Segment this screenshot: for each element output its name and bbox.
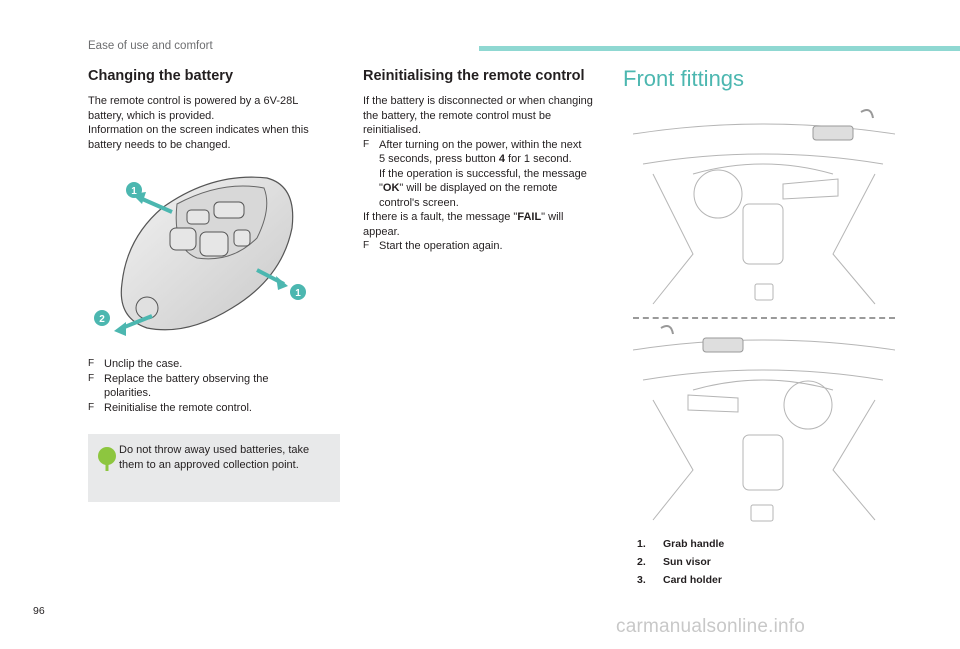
- callout-1-top: 1: [126, 182, 173, 214]
- reinit-section: Reinitialising the remote control If the…: [363, 66, 613, 254]
- callout-1-right: 1: [256, 268, 306, 300]
- reinit-step-1: F After turning on the power, within the…: [363, 138, 587, 209]
- legend-item: 1.Grab handle: [637, 538, 725, 550]
- front-fittings-section: Front fittings: [623, 66, 913, 92]
- front-fittings-rhd-illustration: [633, 325, 895, 522]
- front-fittings-title: Front fittings: [623, 66, 745, 91]
- svg-text:1: 1: [131, 186, 137, 197]
- legend-item: 2.Sun visor: [637, 556, 711, 568]
- watermark: carmanualsonline.info: [616, 616, 806, 637]
- leaf-icon: [98, 447, 116, 471]
- battery-section: Changing the battery The remote control …: [88, 66, 342, 152]
- svg-text:2: 2: [99, 314, 105, 325]
- remote-key-illustration: 1 1 2: [94, 176, 306, 336]
- battery-intro: The remote control is powered by a 6V-28…: [88, 95, 309, 151]
- recycle-note: Do not throw away used batteries, take t…: [88, 434, 340, 502]
- divider-dashed: [633, 317, 895, 319]
- legend-item: 3.Card holder: [637, 574, 722, 586]
- callout-2: 2: [94, 310, 153, 336]
- section-header: Ease of use and comfort: [88, 40, 213, 52]
- front-fittings-legend: 1.Grab handle 2.Sun visor 3.Card holder: [637, 535, 887, 589]
- reinit-fault: If there is a fault, the message "FAIL" …: [363, 211, 564, 238]
- reinit-intro: If the battery is disconnected or when c…: [363, 95, 593, 136]
- page-number: 96: [33, 605, 45, 617]
- front-fittings-lhd-illustration: [633, 109, 895, 305]
- battery-title: Changing the battery: [88, 68, 234, 84]
- header-bar: [479, 46, 960, 51]
- svg-text:1: 1: [295, 288, 301, 299]
- reinit-title: Reinitialising the remote control: [363, 68, 585, 84]
